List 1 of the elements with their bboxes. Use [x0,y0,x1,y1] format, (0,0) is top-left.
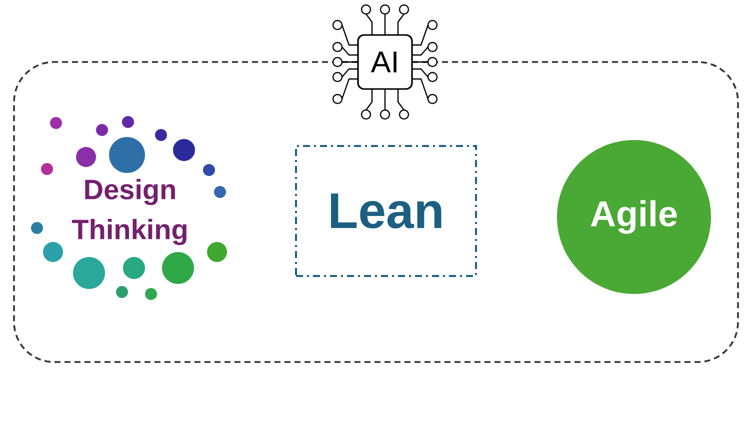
design-thinking-label: Design Thinking [72,178,186,246]
